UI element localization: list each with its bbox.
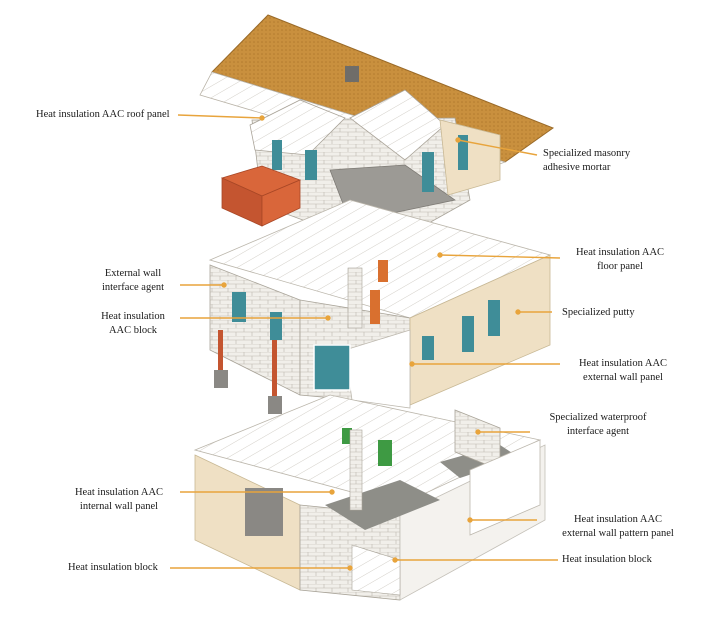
label-pattern-panel: Heat insulation AAC external wall patter… [538,513,698,541]
ground-window [245,488,283,536]
mid-window-1 [232,292,246,322]
stairs [351,544,401,596]
label-putty-line1: Specialized putty [562,307,635,318]
ground-level [193,394,546,601]
ground-inner-wall [349,429,363,511]
roof-window-3 [422,152,434,192]
mid-window-5 [462,316,474,352]
leader-lines [170,114,561,571]
mid-door-2 [378,260,388,282]
middle-level [208,199,552,414]
roof-window-2 [305,150,317,180]
label-block-left-line1: Heat insulation block [68,562,158,573]
label-block-right-line1: Heat insulation block [562,554,652,565]
label-roof-panel-line1: Heat insulation AAC roof panel [36,109,170,120]
label-block-right: Heat insulation block [562,553,652,567]
label-putty: Specialized putty [562,306,635,320]
label-pattern-panel-line1: Heat insulation AAC [573,514,663,525]
mid-window-4 [422,336,434,360]
roof-window-4 [458,135,468,170]
label-ext-interface-agent: External wall interface agent [88,267,178,295]
label-ext-wall-panel: Heat insulation AAC external wall panel [558,357,688,385]
mid-column [347,267,363,329]
label-aac-block-line2: AAC block [108,325,158,336]
label-waterproof-line2: interface agent [566,426,630,437]
label-waterproof-agent: Specialized waterproof interface agent [532,411,664,439]
label-floor-panel: Heat insulation AAC floor panel [560,246,680,274]
label-waterproof-line1: Specialized waterproof [549,412,647,423]
roof-window-1 [272,140,282,170]
pattern-panel [469,439,541,536]
mid-window-3 [313,344,351,391]
column-support-left [218,330,223,370]
ground-inner-floor [325,480,440,530]
column-base-right [268,396,282,414]
label-aac-block-line1: Heat insulation [101,311,165,322]
label-int-wall-panel: Heat insulation AAC internal wall panel [60,486,178,514]
ground-grass-1 [378,440,392,466]
roof-level [199,14,555,231]
label-int-wall-panel-line2: internal wall panel [79,501,159,512]
label-aac-block: Heat insulation AAC block [88,310,178,338]
label-roof-panel: Heat insulation AAC roof panel [36,108,170,122]
label-masonry-mortar: Specialized masonry adhesive mortar [543,147,630,175]
mid-window-6 [488,300,500,336]
label-ext-interface-line2: interface agent [101,282,165,293]
mid-door-1 [370,290,380,324]
chimney [345,66,359,82]
label-pattern-panel-line2: external wall pattern panel [562,528,674,539]
label-ext-wall-panel-line1: Heat insulation AAC [578,358,668,369]
label-masonry-mortar-line1: Specialized masonry [543,148,631,159]
balcony-side [261,179,301,227]
column-support-right [272,340,277,398]
label-ext-interface-line1: External wall [104,268,162,279]
leader-floor-panel [439,254,561,259]
label-masonry-mortar-line2: adhesive mortar [543,162,611,173]
label-floor-panel-line2: floor panel [597,261,643,272]
mid-window-2 [270,312,282,340]
label-ext-wall-panel-line2: external wall panel [583,372,663,383]
putty-wall-roof [439,119,501,196]
label-int-wall-panel-line1: Heat insulation AAC [74,487,164,498]
label-floor-panel-line1: Heat insulation AAC [575,247,665,258]
label-block-left: Heat insulation block [68,561,158,575]
column-base-left [214,370,228,388]
leader-masonry-mortar [457,139,538,156]
ground-grass-2 [342,428,352,444]
leader-roof-panel [177,114,263,119]
